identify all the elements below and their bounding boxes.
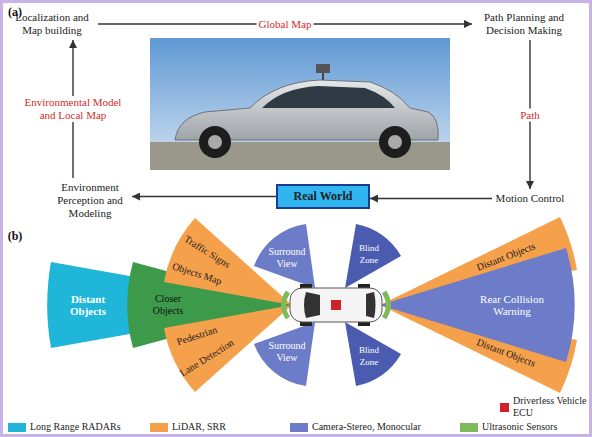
legend-swatch (500, 403, 509, 412)
sensor-coverage (47, 217, 577, 393)
legend-item: Ultrasonic Sensors (460, 421, 557, 433)
process-box: Environment Perception and Modeling (48, 178, 132, 223)
legend-item: LiDAR, SRR (150, 421, 226, 433)
world-box: Real World (276, 184, 370, 209)
camera-beam (254, 322, 315, 386)
wheel-hub (388, 135, 402, 149)
panel-label: (a) (8, 6, 22, 18)
car-windshield (304, 292, 320, 318)
node-text: Environment Perception and Modeling (50, 181, 130, 220)
zone-label: Blind Zone (354, 344, 384, 368)
flow-arrow (132, 196, 276, 197)
ultrasonic-arc (384, 292, 389, 318)
car-body (290, 288, 382, 322)
car-rear-window (366, 292, 376, 318)
camera-beam (345, 322, 401, 386)
car-top-view (284, 284, 389, 326)
process-box: Motion Control (492, 189, 568, 208)
camera-beam (345, 224, 401, 288)
zone-label: Surround View (265, 246, 309, 270)
node-text: Path Planning and Decision Making (474, 11, 574, 37)
legend-swatch (150, 423, 168, 432)
ecu-marker (331, 300, 341, 310)
node-text: Real World (294, 190, 353, 203)
legend-text: Ultrasonic Sensors (482, 421, 557, 433)
flow-arrow (370, 198, 492, 199)
edge-label: Environmental Model and Local Map (15, 96, 131, 122)
legend-item: Long Range RADARs (8, 421, 121, 433)
legend-swatch (8, 423, 26, 432)
zone-label: Closer Objects (145, 293, 191, 317)
zone-label: Rear Collision Warning (472, 293, 552, 317)
legend-text: Camera-Stereo, Monocular (312, 421, 421, 433)
car-wheel (199, 126, 231, 158)
roof-lidar (316, 64, 330, 73)
node-text: Motion Control (494, 192, 566, 205)
edge-label: Global Map (257, 18, 314, 31)
car-window (262, 86, 395, 108)
zone-label: Blind Zone (354, 242, 384, 266)
edge-label: Path (518, 108, 542, 121)
car-wheel (379, 126, 411, 158)
car-photo (150, 38, 450, 170)
zone-label: Distant Objects (61, 293, 116, 317)
photo-sky (150, 38, 450, 170)
ultrasonic-arc (284, 292, 289, 318)
panel-label: (b) (8, 230, 23, 242)
legend-swatch (290, 423, 308, 432)
process-box: Path Planning and Decision Making (472, 8, 576, 40)
legend-text: Long Range RADARs (30, 421, 121, 433)
legend-swatch (460, 423, 478, 432)
zone-label: Surround View (265, 340, 309, 364)
legend-text: Driverless Vehicle ECU (513, 395, 592, 419)
lidar-mount (322, 72, 324, 80)
legend-text: LiDAR, SRR (172, 421, 226, 433)
legend-item: Driverless Vehicle ECU (500, 395, 592, 419)
legend-item: Camera-Stereo, Monocular (290, 421, 421, 433)
wheel-hub (208, 135, 222, 149)
camera-beam (254, 224, 315, 288)
